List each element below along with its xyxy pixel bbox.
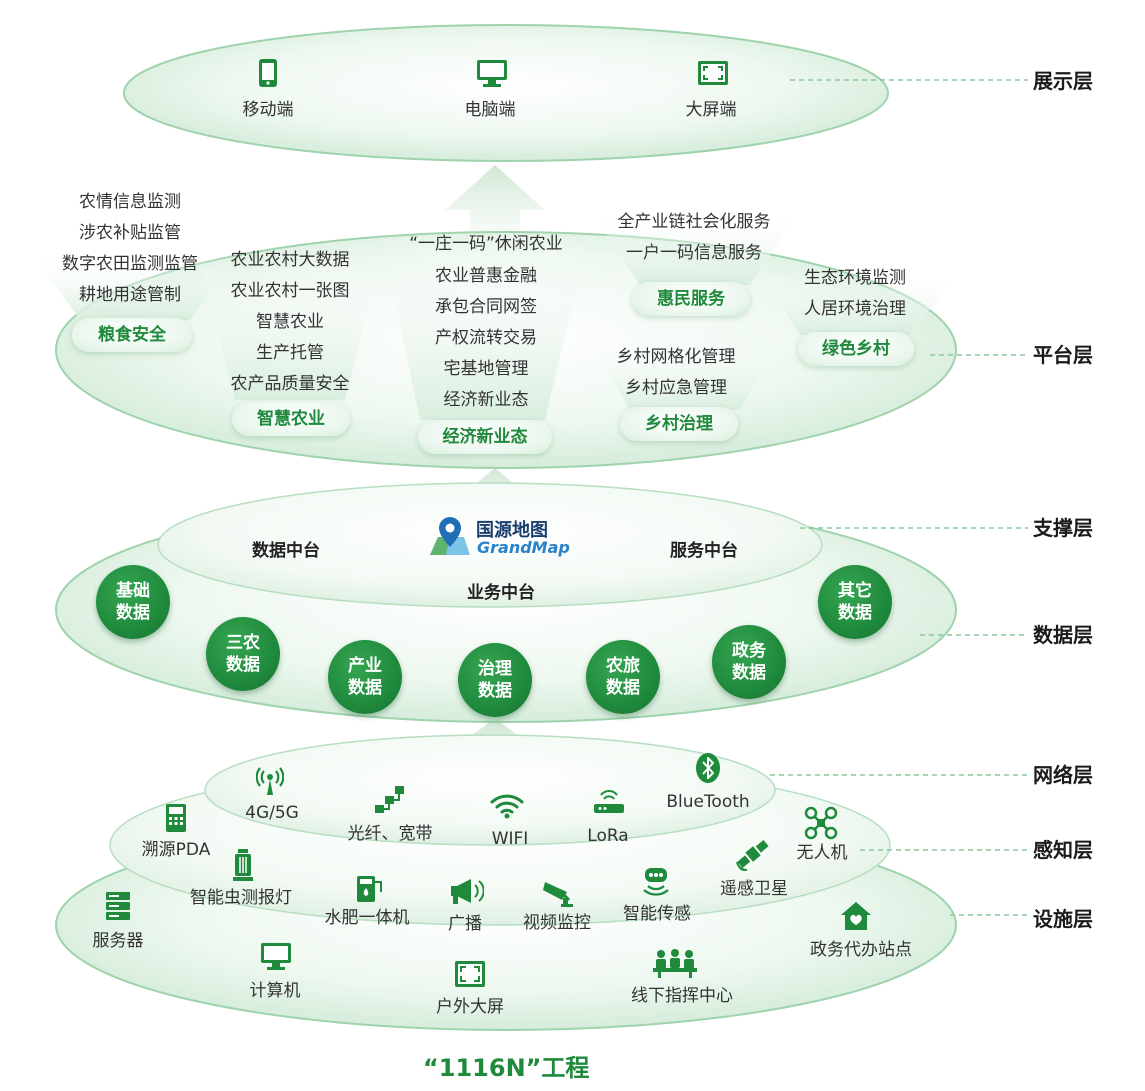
economy-item: 经济新业态 <box>443 390 529 410</box>
network-lora-label: LoRa <box>587 826 629 846</box>
satellite-icon <box>736 840 769 872</box>
perception-water-label: 水肥一体机 <box>324 908 410 928</box>
economy-item: “一庄一码”休闲农业 <box>409 234 563 254</box>
economy-item: 产权流转交易 <box>435 328 537 348</box>
grain-item: 涉农补贴监管 <box>79 223 181 243</box>
grandmap-logo-icon <box>430 517 470 555</box>
layer-label-support: 支撑层 <box>1033 516 1093 540</box>
antenna-icon <box>256 767 284 795</box>
green-village-pill: 绿色乡村 <box>798 332 914 366</box>
smart-agriculture-pill: 智慧农业 <box>232 402 350 436</box>
broadcast-icon <box>451 879 484 904</box>
drone-icon <box>804 806 838 840</box>
facility-server-label: 服务器 <box>92 931 144 951</box>
service-center-label: 服务中台 <box>670 541 738 561</box>
facility-computer-label: 计算机 <box>249 981 301 1001</box>
data-bubble-governance: 治理数据 <box>458 643 532 717</box>
layer-label-perception: 感知层 <box>1033 838 1093 862</box>
smart-item: 农业农村一张图 <box>230 281 350 301</box>
layer-label-data: 数据层 <box>1033 623 1093 647</box>
data-bubble-government: 政务数据 <box>712 625 786 699</box>
data-bubble-other: 其它数据 <box>818 565 892 639</box>
lora-router-icon <box>594 790 624 813</box>
computer-icon <box>261 943 291 970</box>
display-bigscreen-label: 大屏端 <box>685 100 737 120</box>
facility-command-label: 线下指挥中心 <box>631 986 733 1006</box>
grain-item: 农情信息监测 <box>79 192 181 212</box>
green-item: 生态环境监测 <box>804 268 906 288</box>
grandmap-logo-en: GrandMap <box>477 538 570 557</box>
smart-item: 智慧农业 <box>256 312 324 332</box>
governance-item: 乡村应急管理 <box>625 378 727 398</box>
data-center-label: 数据中台 <box>252 541 320 561</box>
data-bubble-basic: 基础数据 <box>96 565 170 639</box>
business-center-label: 业务中台 <box>467 583 535 603</box>
grain-item: 数字农田监测监管 <box>62 254 198 274</box>
display-pc-label: 电脑端 <box>464 100 516 120</box>
smart-item: 农产品质量安全 <box>230 374 350 394</box>
perception-satellite-label: 遥感卫星 <box>720 879 788 899</box>
data-bubble-tourism: 农旅数据 <box>586 640 660 714</box>
economy-pill: 经济新业态 <box>418 420 552 454</box>
perception-drone-label: 无人机 <box>796 843 848 863</box>
facility-station-label: 政务代办站点 <box>810 940 912 960</box>
pda-icon <box>166 804 186 832</box>
layer-label-facility: 设施层 <box>1033 907 1093 931</box>
economy-item: 承包合同网签 <box>435 297 537 317</box>
perception-sensor-label: 智能传感 <box>623 904 691 924</box>
layer-label-network: 网络层 <box>1033 763 1093 787</box>
bluetooth-icon <box>696 753 720 783</box>
server-icon <box>106 892 130 920</box>
grandmap-logo-cn: 国源地图 <box>476 520 548 541</box>
governance-item: 乡村网格化管理 <box>616 347 736 367</box>
service-item: 全产业链社会化服务 <box>617 212 771 232</box>
economy-item: 宅基地管理 <box>443 359 529 379</box>
service-item: 一户一码信息服务 <box>626 243 762 263</box>
public-service-pill: 惠民服务 <box>632 282 750 316</box>
home-station-icon <box>841 902 871 930</box>
bigscreen-icon <box>698 61 728 85</box>
command-center-icon <box>653 949 697 978</box>
network-wifi-label: WIFI <box>491 829 529 849</box>
grain-security-pill: 粮食安全 <box>72 318 192 352</box>
data-bubble-agri: 三农数据 <box>206 617 280 691</box>
perception-insect-label: 智能虫测报灯 <box>190 888 292 908</box>
project-title: “1116N”工程 <box>423 1054 590 1082</box>
wifi-icon <box>490 794 524 819</box>
data-bubble-industry: 产业数据 <box>328 640 402 714</box>
smart-item: 生产托管 <box>256 343 324 363</box>
cctv-camera-icon <box>543 882 573 907</box>
governance-pill: 乡村治理 <box>620 407 738 441</box>
outdoor-screen-icon <box>455 961 485 987</box>
smart-item: 农业农村大数据 <box>230 250 350 270</box>
grain-item: 耕地用途管制 <box>79 285 181 305</box>
facility-outdoor-label: 户外大屏 <box>436 997 504 1017</box>
network-bluetooth-label: BlueTooth <box>666 792 750 812</box>
insect-lamp-icon <box>233 849 253 881</box>
network-4g5g-label: 4G/5G <box>245 803 299 823</box>
monitor-icon <box>477 60 507 87</box>
perception-pda-label: 溯源PDA <box>141 840 211 860</box>
layer-label-platform: 平台层 <box>1033 343 1093 367</box>
smart-sensor-icon <box>643 868 669 896</box>
layer-label-display: 展示层 <box>1033 69 1093 93</box>
display-mobile-label: 移动端 <box>242 100 294 120</box>
perception-video-label: 视频监控 <box>523 913 591 933</box>
perception-broadcast-label: 广播 <box>448 914 482 934</box>
water-fertilizer-icon <box>357 876 382 902</box>
fiber-network-icon <box>375 786 404 813</box>
green-item: 人居环境治理 <box>804 299 906 319</box>
economy-item: 农业普惠金融 <box>435 266 537 286</box>
network-fiber-label: 光纤、宽带 <box>347 824 433 844</box>
mobile-icon <box>259 59 277 87</box>
